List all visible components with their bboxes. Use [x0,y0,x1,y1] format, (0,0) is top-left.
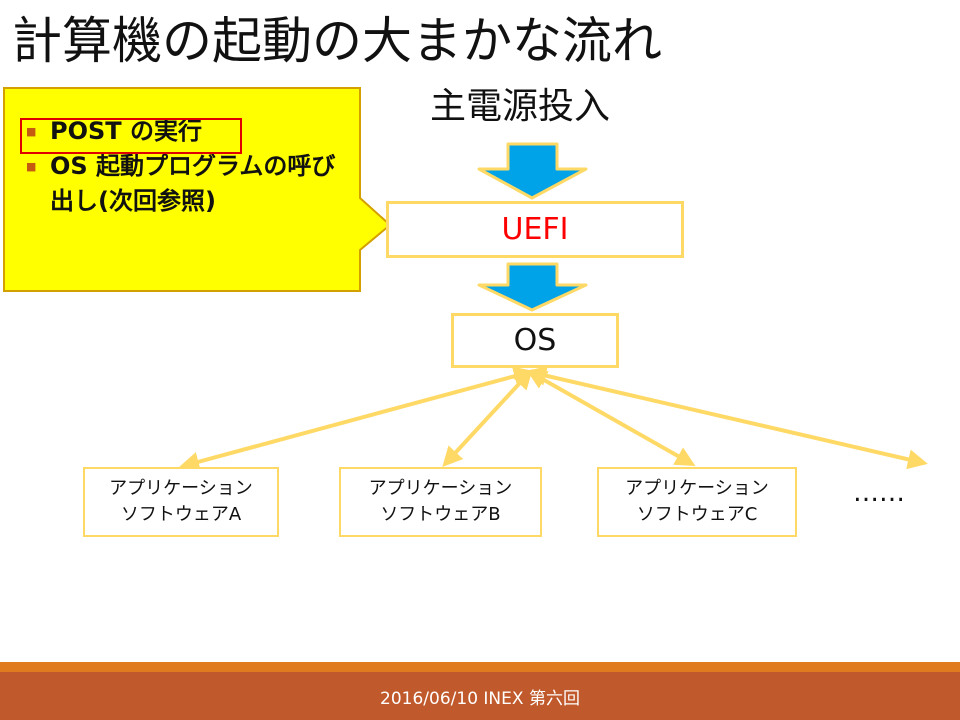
app-line2: ソフトウェアA [120,504,242,525]
slide-title: 計算機の起動の大まかな流れ [12,12,662,70]
app-line1: アプリケーション [625,478,769,499]
bullet-label: POST の実行 [50,117,203,145]
app-line1: アプリケーション [109,478,253,499]
bullet-item-os-loader: ■ OS 起動プログラムの呼び出し(次回参照) [26,149,356,219]
bullet-item-post: ■ POST の実行 [26,114,356,149]
connector-os-app-b [442,369,533,467]
app-box-c: アプリケーション ソフトウェアC [597,467,797,537]
bullet-label: OS 起動プログラムの呼び出し(次回参照) [50,152,336,215]
down-arrow-icon [477,262,588,312]
footer-stripe [0,662,960,672]
app-box-a: アプリケーション ソフトウェアA [83,467,279,537]
callout-bullets: ■ POST の実行 ■ OS 起動プログラムの呼び出し(次回参照) [26,114,356,219]
app-line1: アプリケーション [368,478,513,499]
uefi-box: UEFI [386,201,684,258]
footer-band: 2016/06/10 INEX 第六回 [0,672,960,720]
square-bullet-icon: ■ [26,125,37,138]
app-box-b: アプリケーション ソフトウェアB [339,467,542,537]
connector-os-app-c [526,370,696,466]
app-line2: ソフトウェアB [380,504,501,525]
square-bullet-icon: ■ [26,160,37,173]
power-on-label: 主電源投入 [430,86,611,127]
more-apps-ellipsis: …… [853,478,905,508]
connector-os-more [526,365,928,470]
down-arrow-icon [477,142,588,200]
app-line2: ソフトウェアC [636,504,758,525]
connector-os-app-a [179,366,534,472]
footer-text: 2016/06/10 INEX 第六回 [380,688,580,709]
os-box: OS [451,313,619,368]
